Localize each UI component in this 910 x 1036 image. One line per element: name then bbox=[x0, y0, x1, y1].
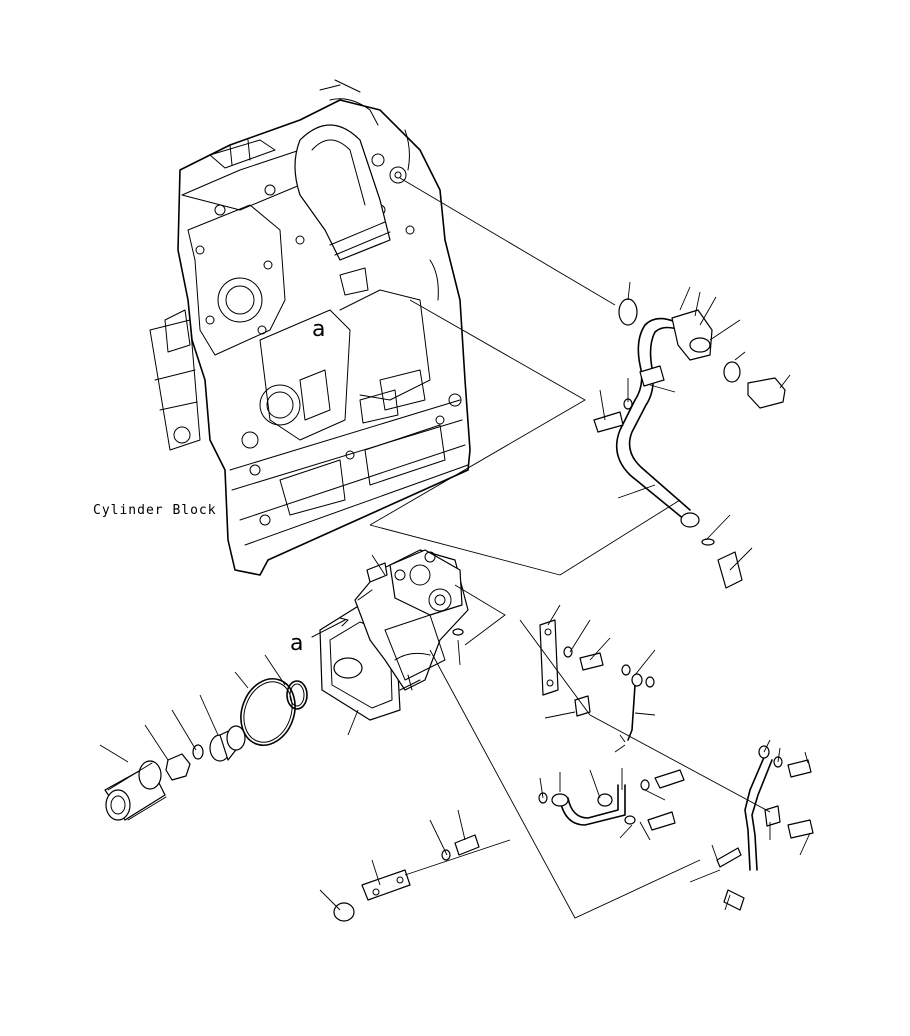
view-arrow bbox=[312, 618, 348, 637]
air-compressor bbox=[320, 550, 468, 720]
gasket-upper bbox=[619, 299, 637, 325]
view-ref-a-lower: a bbox=[290, 631, 303, 656]
drive-gear-parts bbox=[105, 671, 307, 820]
cylinder-block-drawing bbox=[150, 80, 470, 575]
view-ref-a-upper: a bbox=[312, 317, 325, 342]
leader-lines bbox=[100, 178, 810, 918]
cylinder-block-label: Cylinder Block bbox=[93, 503, 217, 518]
oil-pipe-assembly bbox=[594, 299, 785, 588]
washer-upper bbox=[724, 362, 740, 382]
banjo-bolt-upper bbox=[748, 378, 785, 408]
bolt-clip bbox=[594, 412, 623, 432]
